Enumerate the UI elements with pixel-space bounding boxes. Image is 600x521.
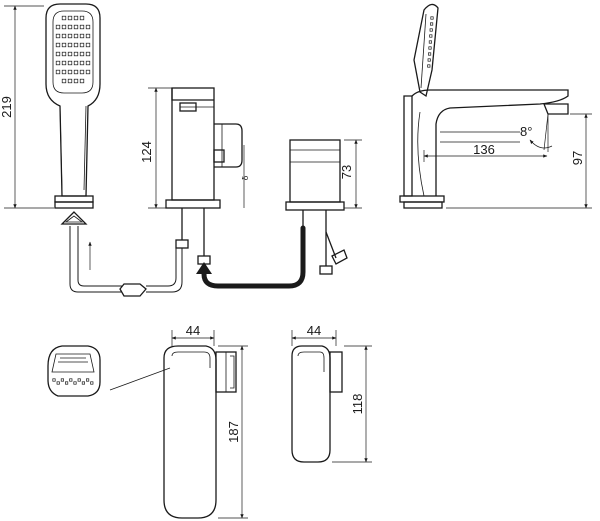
spray-nozzle (85, 69, 91, 75)
spray-nozzle (56, 381, 60, 385)
dim-label-spout-angle: 8° (520, 124, 532, 139)
spray-nozzle (55, 42, 61, 48)
spray-nozzle (73, 15, 79, 21)
dim-label-handset-height: 219 (0, 96, 14, 118)
spray-nozzle (65, 381, 69, 385)
spout-side-profile (399, 3, 569, 209)
spray-nozzle (61, 69, 67, 75)
spray-nozzle (430, 16, 434, 20)
dimension-spout-reach: 136 (423, 142, 548, 162)
spray-nozzle (69, 378, 73, 382)
spray-nozzle (55, 69, 61, 75)
spray-nozzle (428, 46, 432, 50)
hand-shower-front-view (45, 3, 101, 225)
small-mark-label: δ (241, 175, 250, 180)
spray-nozzle (73, 33, 79, 39)
spray-nozzle (60, 378, 64, 382)
dim-label-mixer-top-length: 187 (226, 421, 241, 443)
spray-nozzle (55, 33, 61, 39)
spray-nozzle (73, 51, 79, 57)
dim-label-mixer-height: 124 (139, 141, 154, 163)
spray-nozzle (79, 60, 85, 66)
spray-nozzle (55, 60, 61, 66)
spray-nozzle (430, 22, 434, 26)
spray-nozzle (85, 33, 91, 39)
spray-nozzle (67, 24, 73, 30)
spray-nozzle (81, 381, 85, 385)
dimension-handset-height: 219 (0, 5, 54, 209)
spray-nozzle (85, 60, 91, 66)
spray-nozzle (79, 24, 85, 30)
dimension-mixer-top-length: 187 (218, 345, 248, 519)
spray-nozzle (90, 381, 94, 385)
mixer-top-view (163, 345, 237, 519)
leader-line (109, 367, 171, 391)
spray-nozzle (429, 28, 433, 32)
spray-nozzle (55, 24, 61, 30)
spray-nozzle-side (427, 16, 434, 68)
dimension-spout-height: 97 (446, 113, 592, 209)
spray-nozzle (79, 51, 85, 57)
diverter-side-view (285, 139, 348, 275)
dimension-diverter-height: 73 (339, 139, 362, 209)
spray-nozzle-grid (55, 15, 91, 84)
spray-nozzle (79, 78, 85, 84)
diverter-top-view (291, 345, 343, 463)
spray-nozzle (73, 42, 79, 48)
spray-nozzle (61, 51, 67, 57)
spray-face-top (52, 378, 94, 385)
spray-nozzle (429, 34, 433, 38)
spray-nozzle (52, 378, 56, 382)
spray-nozzle (79, 15, 85, 21)
spray-nozzle (67, 60, 73, 66)
spray-nozzle (67, 51, 73, 57)
dim-label-diverter-height: 73 (339, 165, 354, 179)
spray-nozzle (67, 69, 73, 75)
spray-nozzle (73, 381, 77, 385)
spray-nozzle (428, 52, 432, 56)
spray-nozzle (79, 42, 85, 48)
dim-label-diverter-top-width: 44 (307, 323, 321, 338)
dimension-spout-angle: 8° (520, 113, 553, 152)
spray-nozzle (427, 64, 431, 68)
dimension-diverter-top-length: 118 (332, 345, 372, 463)
spray-nozzle (428, 40, 432, 44)
spray-nozzle (73, 24, 79, 30)
spray-nozzle (61, 42, 67, 48)
spray-nozzle (86, 378, 90, 382)
spray-nozzle (67, 42, 73, 48)
spray-nozzle (67, 78, 73, 84)
dim-label-mixer-top-width: 44 (186, 323, 200, 338)
spray-nozzle (73, 69, 79, 75)
spray-nozzle (85, 51, 91, 57)
dimension-mixer-top-width: 44 (171, 323, 215, 346)
dim-label-spout-height: 97 (570, 151, 585, 165)
spray-nozzle (61, 60, 67, 66)
dim-label-spout-reach: 136 (473, 142, 495, 157)
spray-nozzle (61, 15, 67, 21)
spray-nozzle (67, 15, 73, 21)
dimension-diverter-top-width: 44 (291, 323, 337, 346)
spray-nozzle (427, 58, 431, 62)
spray-nozzle (61, 33, 67, 39)
spray-nozzle (79, 69, 85, 75)
hose-weight-nut (119, 283, 147, 297)
spray-nozzle (79, 33, 85, 39)
spray-nozzle (61, 78, 67, 84)
spray-nozzle (61, 24, 67, 30)
spray-nozzle (77, 378, 81, 382)
spray-nozzle (85, 24, 91, 30)
dimension-mixer-height: 124 (139, 87, 172, 209)
spray-nozzle (55, 51, 61, 57)
handset-top-view (47, 345, 171, 397)
hose-thin-to-handset (69, 226, 183, 297)
hose-thick-diverter (196, 225, 306, 289)
mixer-side-view: δ (165, 87, 250, 265)
spray-nozzle (73, 60, 79, 66)
spray-nozzle (67, 33, 73, 39)
spray-nozzle (85, 42, 91, 48)
spray-nozzle (73, 78, 79, 84)
dim-label-diverter-top-length: 118 (350, 394, 365, 415)
